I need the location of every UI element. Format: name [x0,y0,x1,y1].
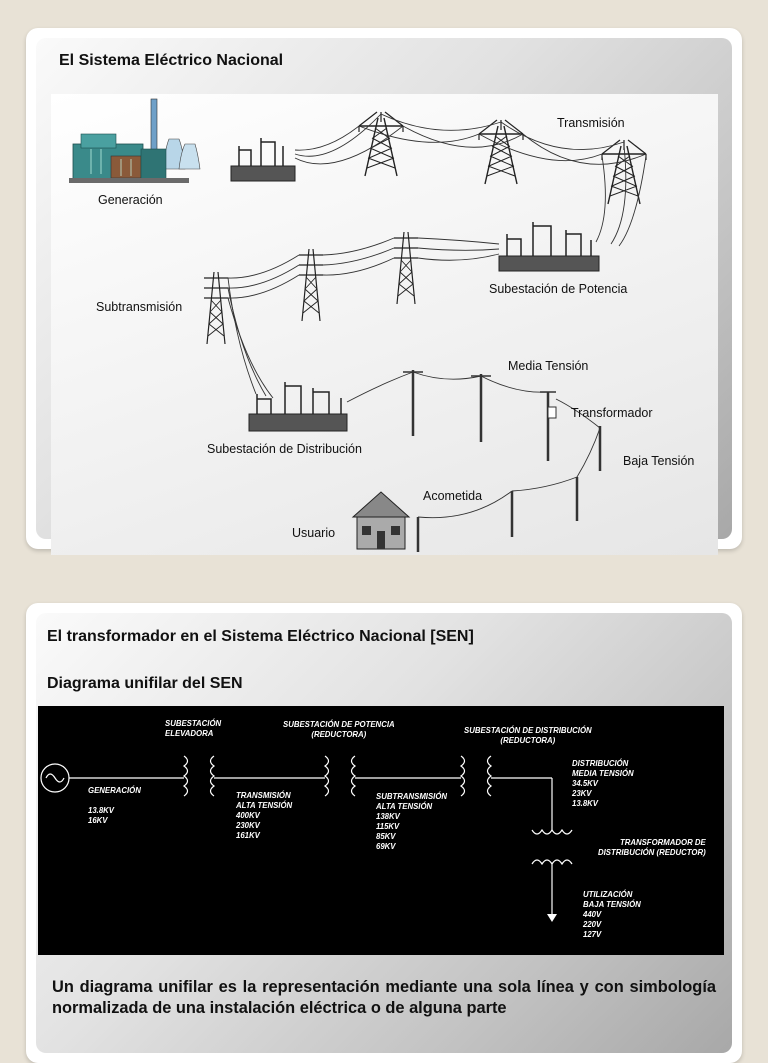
label-subtransmision: Subtransmisión [96,300,183,314]
label-transmision: Transmisión [557,116,625,130]
label-subestacion-potencia: Subestación de Potencia [489,282,628,296]
label-baja-tension: Baja Tensión [623,454,695,468]
definition-paragraph: Un diagrama unifilar es la representació… [52,978,716,1017]
lbl-sub-potencia: SUBESTACIÓN DE POTENCIA(REDUCTORA) [283,720,395,739]
transformer-potencia-icon [323,755,357,797]
slide2-subtitle: Diagrama unifilar del SEN [47,675,243,692]
house-icon [351,491,411,550]
ground-arrow-icon [547,914,557,922]
label-transformador: Transformador [571,406,653,420]
distribution-lines [346,371,601,519]
transmission-lines [294,113,647,247]
power-plant-icon [69,98,201,183]
single-line-diagram [38,706,724,955]
substation-elevadora-icon [230,138,296,182]
lbl-sub-distribucion: SUBESTACIÓN DE DISTRIBUCIÓN(REDUCTORA) [464,726,592,745]
subtransmission-lines [227,237,500,399]
distribution-poles [403,370,602,552]
power-grid-illustration [51,94,718,555]
transformer-reductor-icon [531,828,573,866]
substation-potencia-icon [498,222,600,272]
label-usuario: Usuario [292,526,336,540]
slide1-title: El Sistema Eléctrico Nacional [59,52,284,69]
transformer-distribucion-icon [459,755,493,797]
label-subestacion-distribucion: Subestación de Distribución [207,442,362,456]
substation-distribucion-icon [248,382,348,432]
slide2-title: El transformador en el Sistema Eléctrico… [47,628,474,645]
transformer-elevadora-icon [182,755,216,797]
label-media-tension: Media Tensión [508,359,589,373]
label-acometida: Acometida [423,489,483,503]
label-generacion: Generación [98,193,163,207]
